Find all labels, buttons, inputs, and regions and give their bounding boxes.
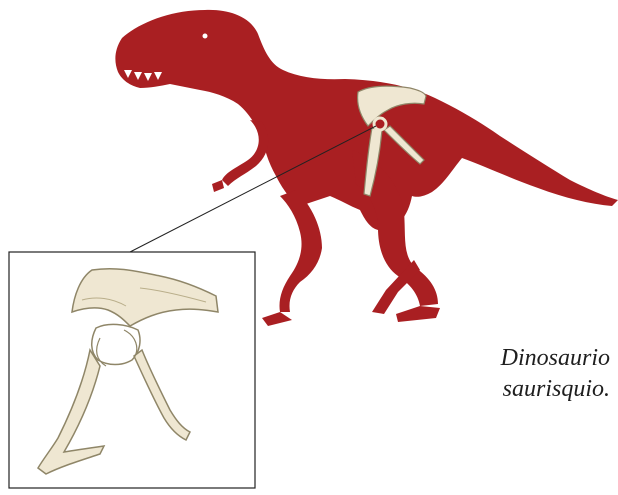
caption-line-1: Dinosaurio bbox=[501, 343, 610, 374]
caption: Dinosaurio saurisquio. bbox=[501, 343, 610, 405]
eye-icon bbox=[203, 34, 208, 39]
caption-line-2: saurisquio. bbox=[501, 374, 610, 405]
